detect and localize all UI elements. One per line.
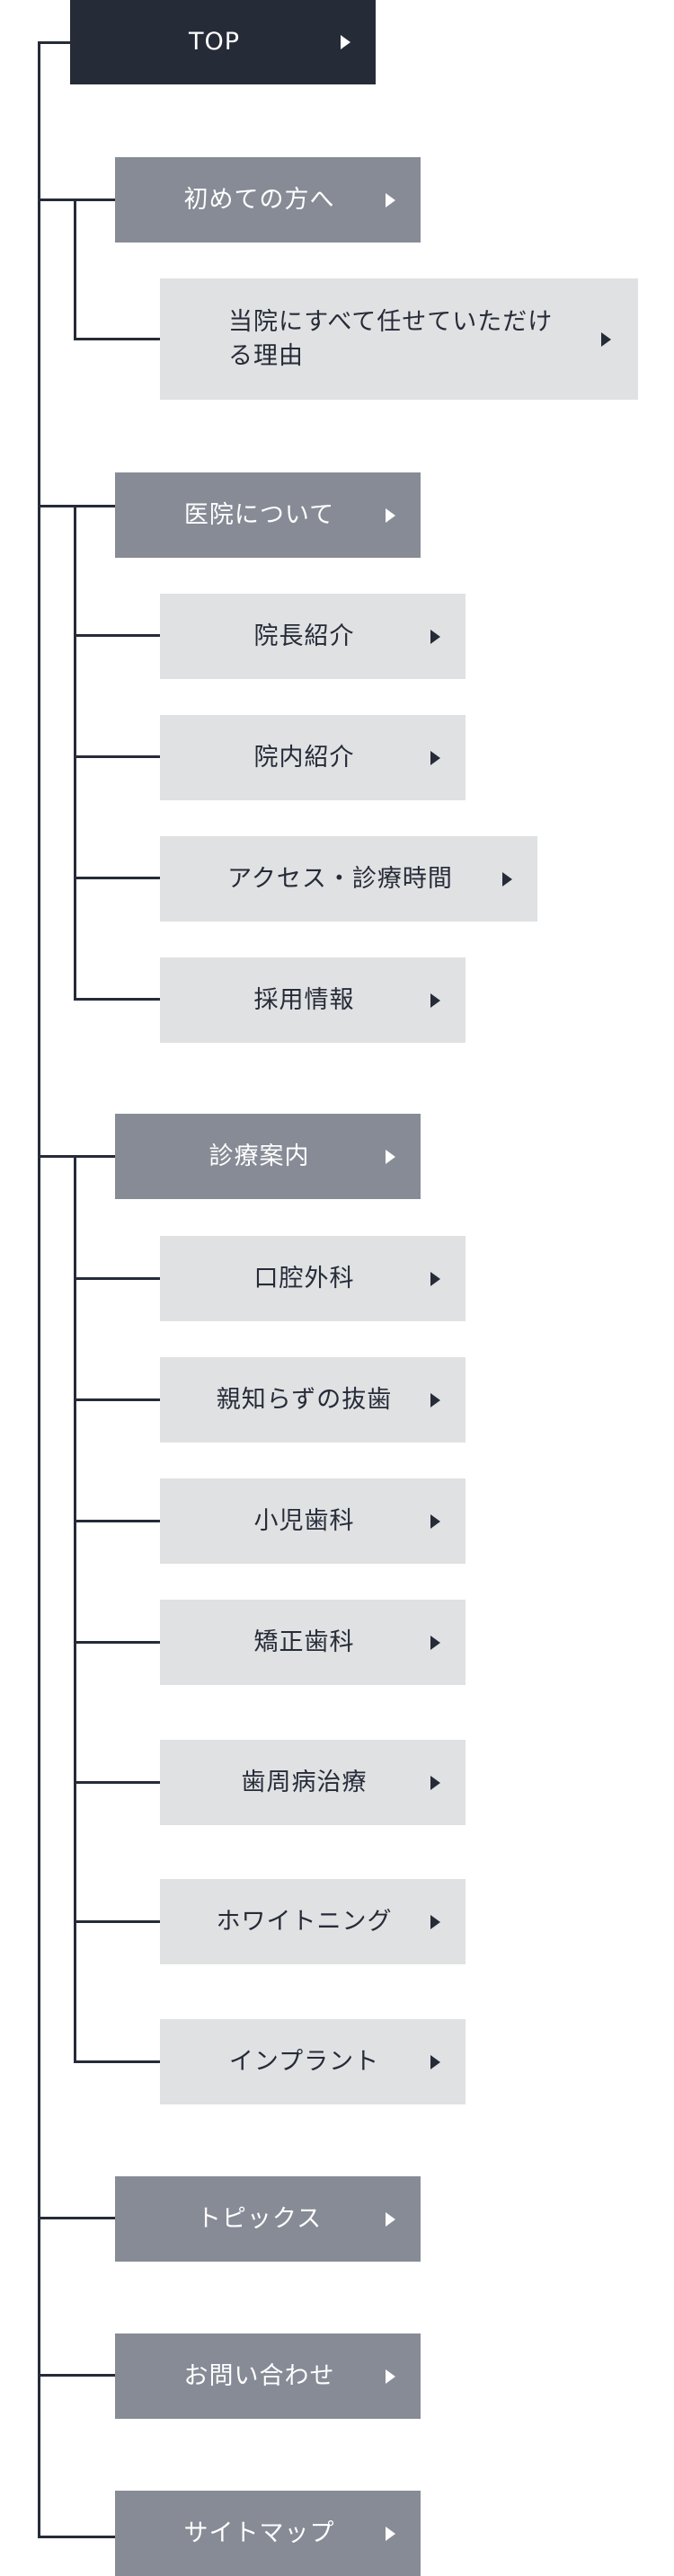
chevron-right-icon <box>430 750 440 765</box>
tree-branch-implant <box>74 2060 160 2063</box>
tree-branch-director <box>74 634 160 637</box>
nav-top-button[interactable]: TOP <box>70 0 376 84</box>
chevron-right-icon <box>430 1392 440 1407</box>
tree-branch-top <box>38 41 70 44</box>
tree-branch-contact <box>38 2374 115 2377</box>
tree-branch-recruit <box>74 998 160 1001</box>
nav-access-label: アクセス・診療時間 <box>227 864 453 893</box>
chevron-right-icon <box>386 2526 395 2541</box>
nav-about-button[interactable]: 医院について <box>115 472 421 558</box>
chevron-right-icon <box>502 871 512 887</box>
nav-access-button[interactable]: アクセス・診療時間 <box>160 836 537 922</box>
tree-subtrunk-about <box>74 505 76 1001</box>
tree-trunk-line <box>38 41 40 2538</box>
nav-implant-label: インプラント <box>228 2047 380 2076</box>
chevron-right-icon <box>386 2369 395 2384</box>
tree-branch-oral-surgery <box>74 1277 160 1280</box>
nav-sitemap-button[interactable]: サイトマップ <box>115 2491 421 2576</box>
nav-wisdom-tooth-button[interactable]: 親知らずの抜歯 <box>160 1357 466 1442</box>
nav-pediatric-label: 小児歯科 <box>253 1506 355 1535</box>
nav-reason-label: 当院にすべて任せていただける理由 <box>228 307 554 370</box>
nav-facility-button[interactable]: 院内紹介 <box>160 715 466 800</box>
nav-sitemap-label: サイトマップ <box>183 2519 335 2547</box>
nav-top-label: TOP <box>188 28 241 56</box>
nav-treatments-label: 診療案内 <box>208 1142 310 1170</box>
nav-director-button[interactable]: 院長紹介 <box>160 594 466 679</box>
chevron-right-icon <box>386 1149 395 1164</box>
nav-periodontal-label: 歯周病治療 <box>241 1768 368 1796</box>
tree-branch-wisdom-tooth <box>74 1398 160 1401</box>
nav-topics-label: トピックス <box>196 2204 323 2233</box>
chevron-right-icon <box>430 1635 440 1650</box>
chevron-right-icon <box>430 629 440 644</box>
tree-branch-orthodontics <box>74 1641 160 1644</box>
nav-contact-button[interactable]: お問い合わせ <box>115 2333 421 2419</box>
chevron-right-icon <box>386 2211 395 2227</box>
tree-branch-whitening <box>74 1920 160 1923</box>
nav-recruit-label: 採用情報 <box>253 985 355 1014</box>
nav-contact-label: お問い合わせ <box>183 2361 335 2390</box>
nav-director-label: 院長紹介 <box>253 622 355 650</box>
nav-oral-surgery-label: 口腔外科 <box>253 1264 355 1292</box>
tree-branch-about <box>38 505 115 507</box>
chevron-right-icon <box>430 1513 440 1529</box>
chevron-right-icon <box>430 2054 440 2069</box>
chevron-right-icon <box>601 331 611 347</box>
tree-branch-reason <box>74 338 160 340</box>
nav-orthodontics-button[interactable]: 矯正歯科 <box>160 1600 466 1685</box>
nav-treatments-button[interactable]: 診療案内 <box>115 1114 421 1199</box>
nav-wisdom-tooth-label: 親知らずの抜歯 <box>216 1385 393 1414</box>
tree-branch-facility <box>74 755 160 758</box>
tree-branch-pediatric <box>74 1520 160 1522</box>
tree-branch-access <box>74 877 160 879</box>
nav-about-label: 医院について <box>183 500 335 529</box>
tree-subtrunk-first-visit <box>74 198 76 340</box>
nav-reason-button[interactable]: 当院にすべて任せていただける理由 <box>160 278 638 400</box>
chevron-right-icon <box>341 35 350 49</box>
tree-branch-treatments <box>38 1155 115 1158</box>
tree-branch-topics <box>38 2217 115 2219</box>
nav-recruit-button[interactable]: 採用情報 <box>160 957 466 1043</box>
chevron-right-icon <box>386 507 395 523</box>
tree-branch-first-visit <box>38 198 115 201</box>
tree-subtrunk-treatments <box>74 1155 76 2063</box>
chevron-right-icon <box>430 1914 440 1929</box>
nav-whitening-button[interactable]: ホワイトニング <box>160 1879 466 1964</box>
tree-branch-periodontal <box>74 1781 160 1784</box>
nav-implant-button[interactable]: インプラント <box>160 2019 466 2104</box>
nav-orthodontics-label: 矯正歯科 <box>253 1628 355 1656</box>
nav-first-visit-label: 初めての方へ <box>183 185 335 214</box>
chevron-right-icon <box>430 1775 440 1790</box>
tree-branch-sitemap <box>38 2536 115 2538</box>
nav-facility-label: 院内紹介 <box>253 743 355 772</box>
nav-whitening-label: ホワイトニング <box>216 1907 393 1936</box>
chevron-right-icon <box>430 1271 440 1286</box>
chevron-right-icon <box>386 192 395 207</box>
nav-pediatric-button[interactable]: 小児歯科 <box>160 1478 466 1564</box>
nav-oral-surgery-button[interactable]: 口腔外科 <box>160 1236 466 1321</box>
nav-periodontal-button[interactable]: 歯周病治療 <box>160 1740 466 1825</box>
nav-first-visit-button[interactable]: 初めての方へ <box>115 157 421 243</box>
nav-topics-button[interactable]: トピックス <box>115 2176 421 2262</box>
chevron-right-icon <box>430 992 440 1008</box>
